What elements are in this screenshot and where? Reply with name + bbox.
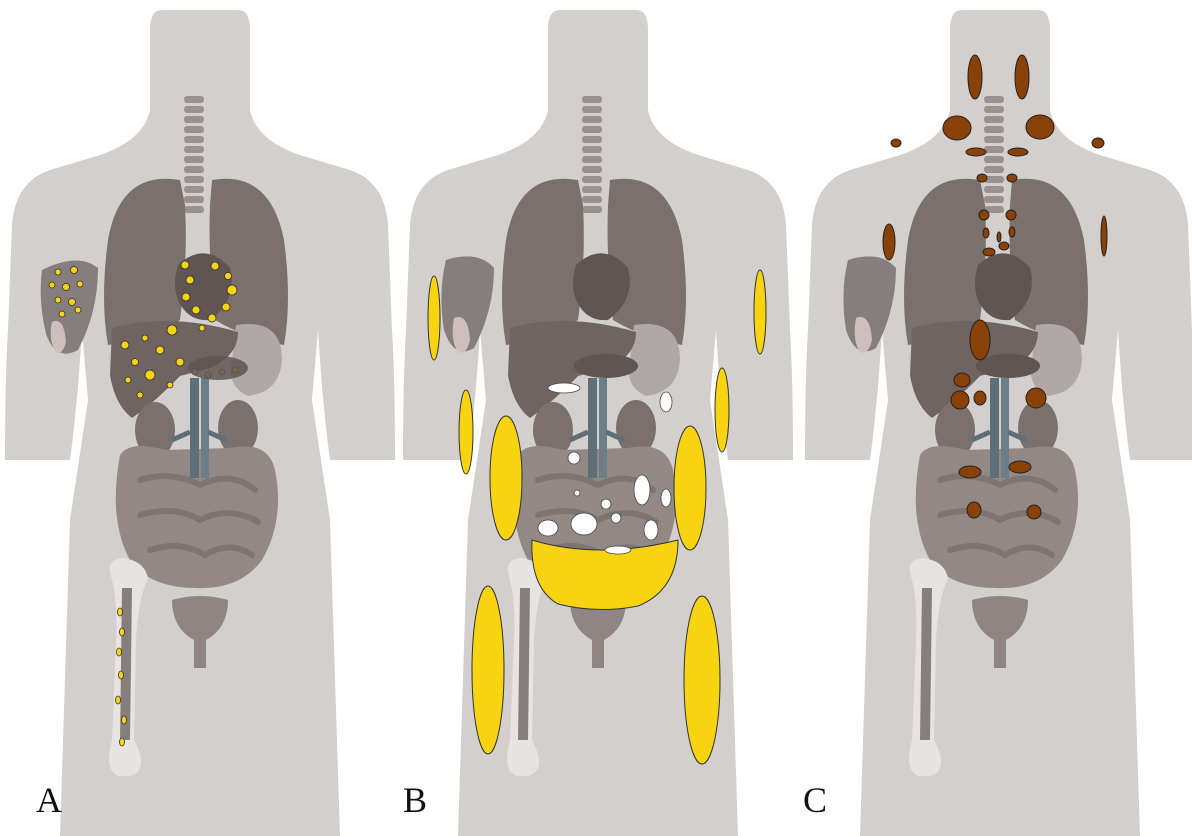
panel-b-pancreas bbox=[574, 354, 638, 378]
panel-b bbox=[403, 10, 793, 836]
panel-c bbox=[805, 10, 1192, 836]
panel-c-pancreas bbox=[976, 354, 1040, 378]
panel-label-c: C bbox=[803, 782, 827, 818]
panel-a-pancreas bbox=[188, 356, 248, 380]
panel-label-a: A bbox=[36, 782, 62, 818]
panel-label-b: B bbox=[403, 782, 427, 818]
panel-a bbox=[5, 10, 395, 836]
